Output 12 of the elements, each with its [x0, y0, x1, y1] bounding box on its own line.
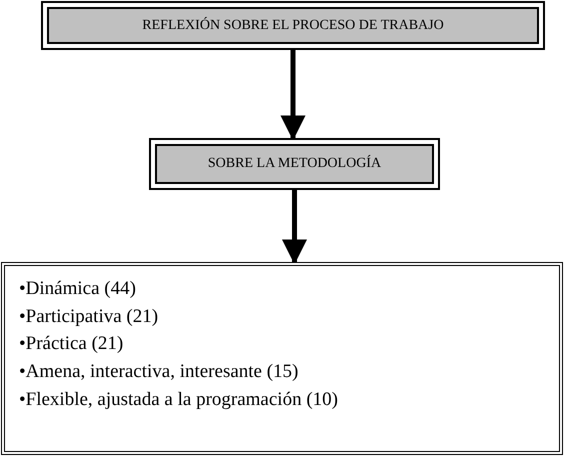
list-item: •Dinámica (44)	[19, 277, 137, 301]
list-item: •Flexible, ajustada a la programación (10)	[19, 388, 339, 412]
title-box	[149, 138, 440, 190]
title-box	[41, 1, 545, 50]
list-item: •Práctica (21)	[19, 332, 124, 356]
list-box	[1, 262, 563, 455]
arrow	[282, 190, 307, 264]
list-item: •Participativa (21)	[19, 304, 160, 329]
arrow	[280, 50, 306, 140]
box-heading: REFLEXIÓN SOBRE EL PROCESO DE TRABAJO	[142, 18, 444, 34]
box-heading: SOBRE LA METODOLOGÍA	[208, 156, 382, 172]
list-item: •Amena, interactiva, interesante (15)	[19, 360, 300, 384]
